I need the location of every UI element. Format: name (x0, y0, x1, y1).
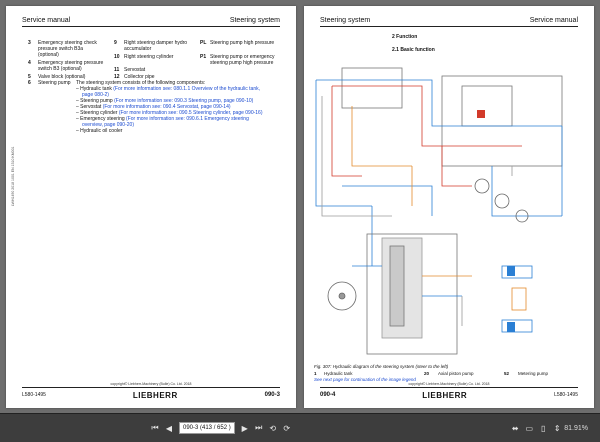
caption-text: Hydraulic tank (324, 371, 353, 376)
scroll-icon[interactable]: ⇕ (553, 423, 561, 433)
header-left: Service manual (22, 17, 71, 24)
caption-num: 20 (424, 371, 430, 376)
reference-link[interactable]: (For more information see: 090.3 Steerin… (114, 98, 254, 104)
reference-link[interactable]: (For more information see: 090.4 Servost… (102, 104, 231, 110)
section-title: 2 Function (392, 34, 418, 40)
header-right: Steering system (229, 17, 280, 24)
caption-text: Metering pump (518, 371, 549, 376)
two-page-icon[interactable]: ▯ (541, 423, 546, 433)
single-page-icon[interactable]: ▭ (525, 423, 534, 433)
brand-logo: LIEBHERR (132, 390, 178, 400)
viewer-toolbar: ⏮ ◀ 090-3 (413 / 652 ) ▶ ⏭ ⟲ ⟳ ⬌ ▭ ▯ ⇕ 8… (0, 413, 600, 442)
first-page-icon[interactable]: ⏮ (151, 423, 159, 432)
brand-logo: LIEBHERR (422, 390, 468, 400)
caption-text: Axial piston pump (438, 371, 474, 376)
page-number-input[interactable]: 090-3 (413 / 652 ) (179, 422, 235, 434)
figure-caption-block: Fig. 307: Hydraulic diagram of the steer… (314, 364, 584, 382)
reference-link[interactable]: (For more information see: 090.5 Steerin… (118, 110, 263, 116)
prev-page-icon[interactable]: ◀ (165, 423, 173, 433)
page-header: Steering system Service manual (320, 12, 578, 27)
last-page-icon[interactable]: ⏭ (255, 423, 263, 432)
footer-model: L580-1495 (22, 392, 46, 398)
components-list: The steering system consists of the foll… (76, 80, 266, 134)
list-item: – Servostat (For more information see: 0… (76, 104, 231, 110)
header-right: Service manual (529, 17, 578, 24)
figure-caption: Fig. 307: Hydraulic diagram of the steer… (314, 364, 449, 369)
list-item: – Emergency steering (For more informati… (76, 116, 249, 128)
side-document-code: LWH1490 2018 1001 EN 1510 KM001 (11, 146, 15, 206)
caption-note: See next page for continuation of the im… (314, 377, 416, 382)
list-item: – Hydraulic tank (For more information s… (76, 86, 260, 98)
components-intro: The steering system consists of the foll… (76, 80, 206, 86)
header-left: Steering system (320, 17, 371, 24)
zoom-level[interactable]: 81.91% (564, 424, 588, 432)
caption-num: 52 (504, 371, 510, 376)
reference-link[interactable]: (For more information see: 080.1.1 Overv… (82, 86, 260, 98)
copyright: copyright© Liebherr-Machinery (Bulle) Co… (110, 382, 192, 386)
rotate-right-icon[interactable]: ⟳ (283, 423, 291, 433)
caption-num: 1 (314, 371, 317, 376)
page-number: 090-3 (264, 392, 280, 398)
footer-model: L580-1495 (554, 392, 578, 398)
hydraulic-diagram (315, 67, 563, 355)
list-item: – Steering cylinder (For more informatio… (76, 110, 263, 116)
subsection-title: 2.1 Basic function (392, 47, 435, 53)
page-header: Service manual Steering system (22, 12, 280, 27)
rotate-icon[interactable]: ⟲ (269, 423, 277, 433)
list-item: – Steering pump (For more information se… (76, 98, 254, 104)
next-page-icon[interactable]: ▶ (241, 423, 248, 433)
reference-link[interactable]: (For more information see: 090.6.1 Emerg… (82, 116, 249, 128)
page-number: 090-4 (320, 392, 336, 398)
page-footer: copyright© Liebherr-Machinery (Bulle) Co… (320, 382, 578, 402)
right-page: Steering system Service manual 2 Functio… (304, 6, 594, 408)
page-footer: copyright© Liebherr-Machinery (Bulle) Co… (22, 382, 280, 402)
fit-width-icon[interactable]: ⬌ (511, 423, 519, 433)
copyright: copyright© Liebherr-Machinery (Bulle) Co… (408, 382, 490, 386)
left-page: Service manual Steering system 3 Emergen… (6, 6, 296, 408)
list-item: – Hydraulic oil cooler (76, 128, 123, 134)
